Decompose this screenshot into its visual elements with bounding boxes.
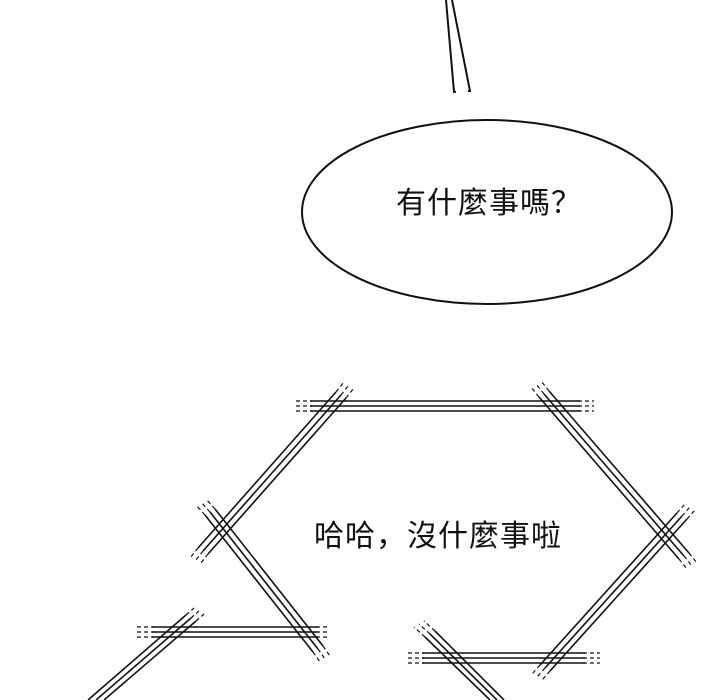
hexagon-bubble-text: 哈哈，沒什麼事啦 bbox=[314, 519, 562, 554]
hexagon-bubble bbox=[87, 380, 698, 700]
speech-bubble-text: 有什麼事嗎？ bbox=[396, 186, 582, 221]
speech-bubble-oval bbox=[301, 0, 673, 305]
